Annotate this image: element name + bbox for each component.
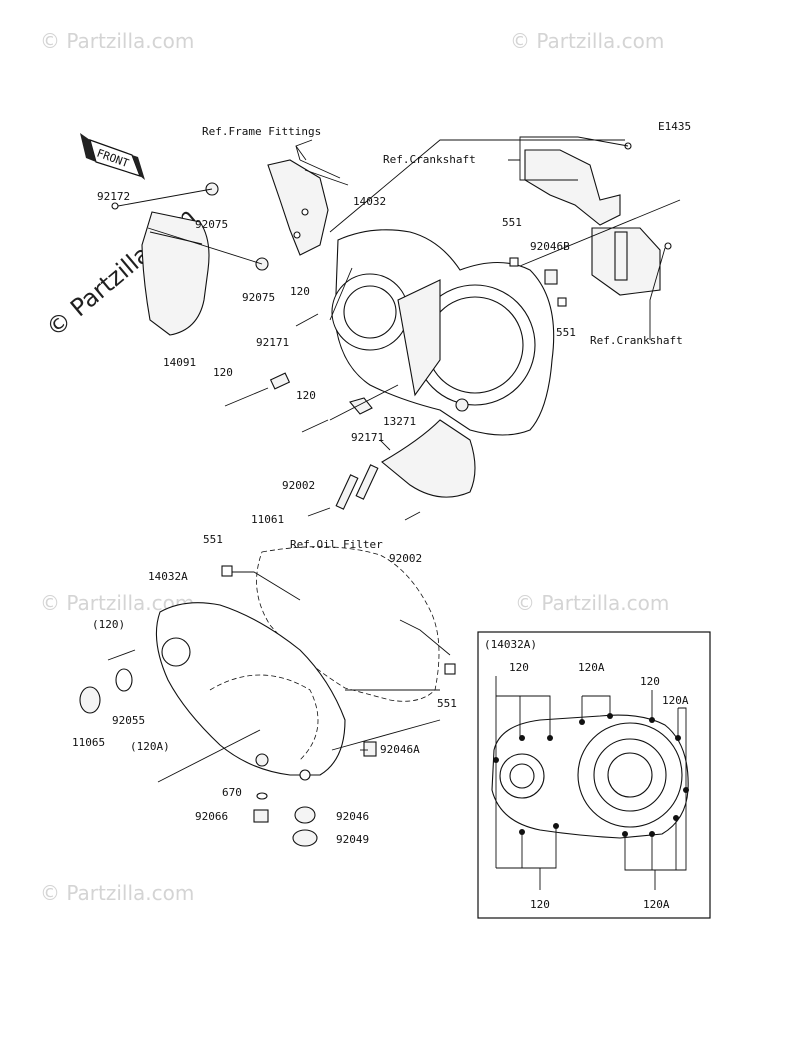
- ref-frame-fittings-label: Ref.Frame Fittings: [202, 125, 321, 138]
- inset-title: (14032A): [484, 638, 537, 651]
- inset-callout-120: 120: [509, 661, 529, 674]
- callout-92046A: 92046A: [380, 743, 420, 756]
- watermark: © Partzilla.com: [40, 881, 194, 905]
- oil-filter-pipes: [307, 464, 421, 521]
- callout-92075: 92075: [195, 218, 228, 231]
- callout-14032: 14032: [353, 195, 386, 208]
- callout-551: 551: [437, 697, 457, 710]
- inset-14032A: (14032A) 120 120A 120 120A 120 120A: [477, 631, 711, 919]
- callout-551: 551: [203, 533, 223, 546]
- callout-92172: 92172: [97, 190, 130, 203]
- watermark: © Partzilla.com: [40, 29, 194, 53]
- callout-14032A: 14032A: [148, 570, 188, 583]
- inset-callout-120: 120: [640, 675, 660, 688]
- inset-callout-120A: 120A: [643, 898, 670, 911]
- front-arrow-icon: FRONT: [80, 133, 145, 180]
- callout-120-paren: (120): [92, 618, 125, 631]
- callout-11061: 11061: [251, 513, 284, 526]
- inset-callout-120A: 120A: [578, 661, 605, 674]
- callout-120A-paren: (120A): [130, 740, 170, 753]
- bracket-frame-fitting: [205, 145, 349, 271]
- lower-parts: [107, 565, 456, 847]
- callout-92046: 92046: [336, 810, 369, 823]
- callout-14091: 14091: [163, 356, 196, 369]
- oil-pan-13271: [381, 419, 476, 498]
- ref-crankshaft-right-label: Ref.Crankshaft: [590, 334, 683, 347]
- bolts-middle: [224, 313, 373, 433]
- crankcase-14032: [331, 229, 555, 436]
- callout-13271: 13271: [383, 415, 416, 428]
- callout-92002: 92002: [282, 479, 315, 492]
- ref-crankshaft-top-label: Ref.Crankshaft: [383, 153, 476, 166]
- callout-551: 551: [502, 216, 522, 229]
- callout-92171: 92171: [256, 336, 289, 349]
- cap-11065: [79, 668, 133, 714]
- watermark: © Partzilla.com: [515, 591, 669, 615]
- diagram-code: E1435: [658, 120, 691, 133]
- cover-14032A: [155, 602, 346, 781]
- crankshaft-bracket: [509, 142, 672, 307]
- callout-120: 120: [290, 285, 310, 298]
- callout-120: 120: [296, 389, 316, 402]
- callout-92171: 92171: [351, 431, 384, 444]
- inset-callout-120: 120: [530, 898, 550, 911]
- callout-11065: 11065: [72, 736, 105, 749]
- callout-92066: 92066: [195, 810, 228, 823]
- callout-92046B: 92046B: [530, 240, 570, 253]
- callout-92055: 92055: [112, 714, 145, 727]
- callout-92075: 92075: [242, 291, 275, 304]
- leader-lines: [117, 136, 681, 751]
- callout-670: 670: [222, 786, 242, 799]
- watermark: © Partzilla.com: [510, 29, 664, 53]
- callout-92002: 92002: [389, 552, 422, 565]
- callout-120: 120: [213, 366, 233, 379]
- callout-551: 551: [556, 326, 576, 339]
- ref-oil-filter-label: Ref.Oil Filter: [290, 538, 383, 551]
- inset-callout-120A: 120A: [662, 694, 689, 707]
- callouts: Ref.Frame Fittings Ref.Crankshaft Ref.Cr…: [72, 125, 683, 846]
- callout-92049: 92049: [336, 833, 369, 846]
